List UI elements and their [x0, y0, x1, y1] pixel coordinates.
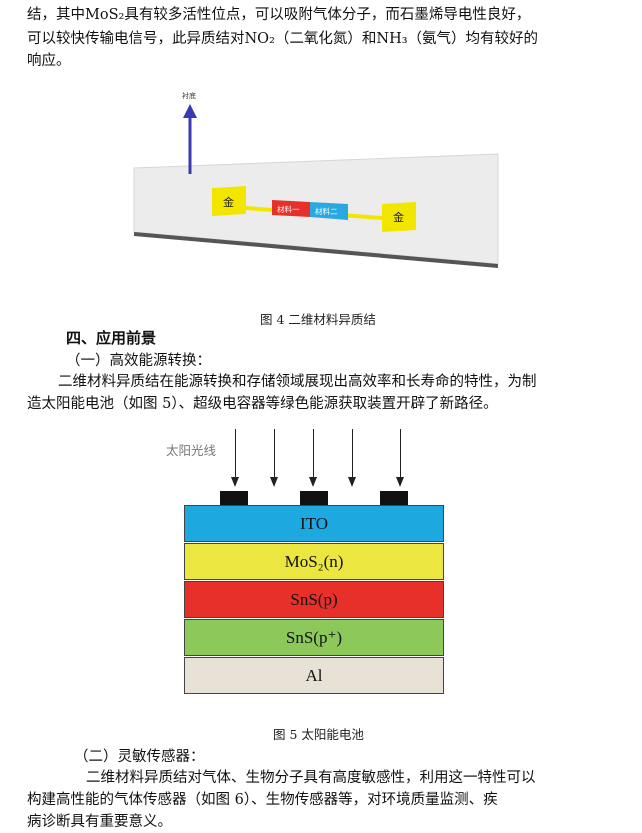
sunlight-label: 太阳光线 [166, 443, 217, 458]
light-ray-arrow [348, 429, 356, 487]
body-text-line: 结，其中MoS₂具有较多活性位点，可以吸附气体分子，而石墨烯导电性良好， [27, 7, 531, 23]
body-text-line: 病诊断具有重要意义。 [27, 814, 172, 830]
body-text-line: 可以较快传输电信号，此异质结对NO₂（二氧化氮）和NH₃（氨气）均有较好的 [27, 31, 539, 47]
solar-layer: Al [184, 657, 444, 694]
substrate-label: 衬底 [182, 91, 196, 100]
material-two-label: 材料二 [315, 206, 338, 216]
body-text-line: 二维材料异质结在能源转换和存储领域展现出高效率和长寿命的特性，为制 [58, 374, 537, 390]
subsection-title: （一）高效能源转换： [66, 353, 211, 369]
body-text-line: 二维材料异质结对气体、生物分子具有高度敏感性，利用这一特性可以 [86, 770, 536, 786]
substrate-arrow-head [183, 104, 197, 118]
light-ray-arrow [231, 429, 239, 487]
light-ray-arrow [396, 429, 404, 487]
heterojunction-diagram: 衬底 金 金 材料一 材料二 [133, 91, 499, 268]
electrode-right [382, 202, 416, 232]
electrode-right-label: 金 [393, 210, 404, 224]
electrode-left [212, 186, 246, 216]
figure5-caption: 图 5 太阳能电池 [273, 727, 364, 742]
light-ray-arrow [270, 429, 278, 487]
material-one-label: 材料一 [277, 204, 300, 214]
subsection-title: （二）灵敏传感器： [74, 749, 205, 765]
solar-layer: SnS(p⁺) [184, 619, 444, 656]
solar-layer: ITO [184, 505, 444, 542]
solar-layer: SnS(p) [184, 581, 444, 618]
body-text-line: 造太阳能电池（如图 5）、超级电容器等绿色能源获取装置开辟了新路径。 [27, 396, 498, 412]
top-electrode [380, 491, 408, 505]
light-ray-arrow [309, 429, 317, 487]
top-electrode [220, 491, 248, 505]
solar-layer: MoS₂(n) [184, 543, 444, 580]
body-text-line: 构建高性能的气体传感器（如图 6）、生物传感器等，对环境质量监测、疾 [27, 792, 498, 808]
top-electrode [300, 491, 328, 505]
figure4-caption: 图 4 二维材料异质结 [260, 312, 376, 327]
material-one-block [272, 200, 310, 217]
material-two-block [310, 202, 348, 220]
body-text-line: 响应。 [27, 53, 71, 69]
substrate-edge [134, 232, 498, 268]
figure-heterojunction: 衬底 金 金 材料一 材料二 [126, 82, 506, 278]
section-heading: 四、应用前景 [66, 329, 157, 347]
electrode-left-label: 金 [223, 195, 234, 209]
